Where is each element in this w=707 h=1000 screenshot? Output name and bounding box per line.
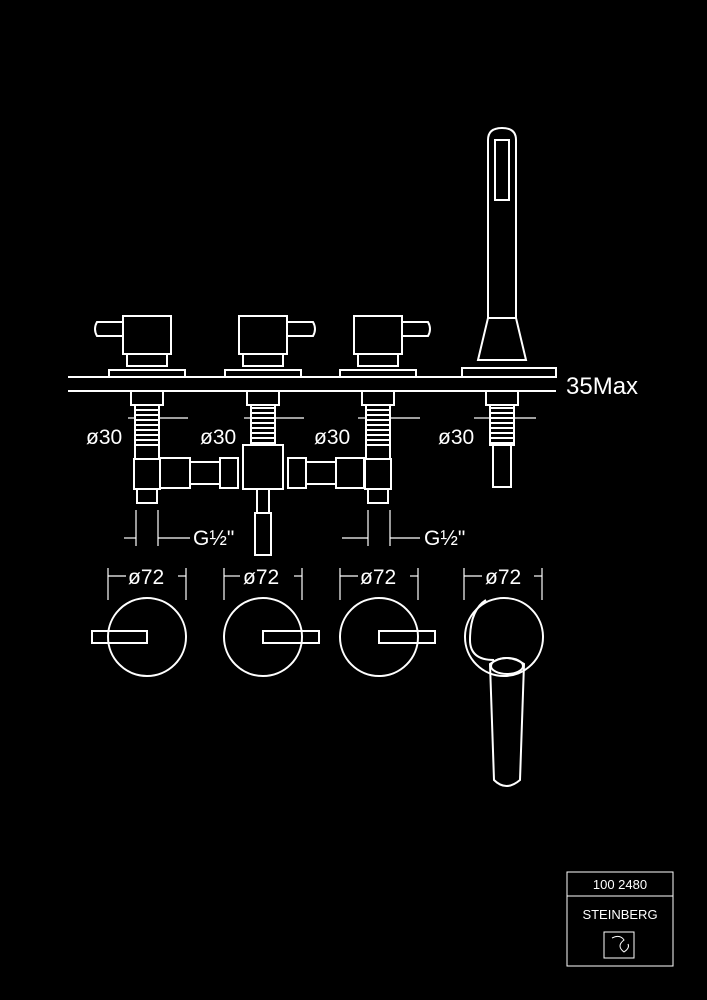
dimension-lines-d72 (107, 568, 543, 600)
diameter-label-4: ø30 (438, 426, 474, 449)
max-height-label: 35Max (566, 373, 638, 400)
hand-shower-top (464, 597, 544, 787)
diameter-label-3: ø30 (314, 426, 350, 449)
thread-label-right: G½" (424, 527, 465, 550)
connecting-pipes (159, 457, 365, 489)
diameter-label-2: ø30 (200, 426, 236, 449)
title-block (566, 871, 674, 967)
diameter-large-label-2: ø72 (243, 566, 279, 589)
round-handle-right (339, 597, 436, 677)
front-handle-middle (224, 315, 316, 556)
product-number: 100 2480 (593, 877, 647, 892)
round-handle-middle (223, 597, 320, 677)
hand-shower-front (461, 126, 557, 488)
brand-name: STEINBERG (582, 907, 657, 922)
dimension-lines-thread (124, 510, 420, 546)
front-handle-right (339, 315, 431, 504)
countertop-line (68, 376, 556, 392)
diameter-large-label-4: ø72 (485, 566, 521, 589)
front-handle-left (94, 315, 186, 504)
thread-label-left: G½" (193, 527, 234, 550)
diameter-large-label-3: ø72 (360, 566, 396, 589)
round-handle-left (91, 597, 187, 677)
diameter-label-1: ø30 (86, 426, 122, 449)
diameter-large-label-1: ø72 (128, 566, 164, 589)
